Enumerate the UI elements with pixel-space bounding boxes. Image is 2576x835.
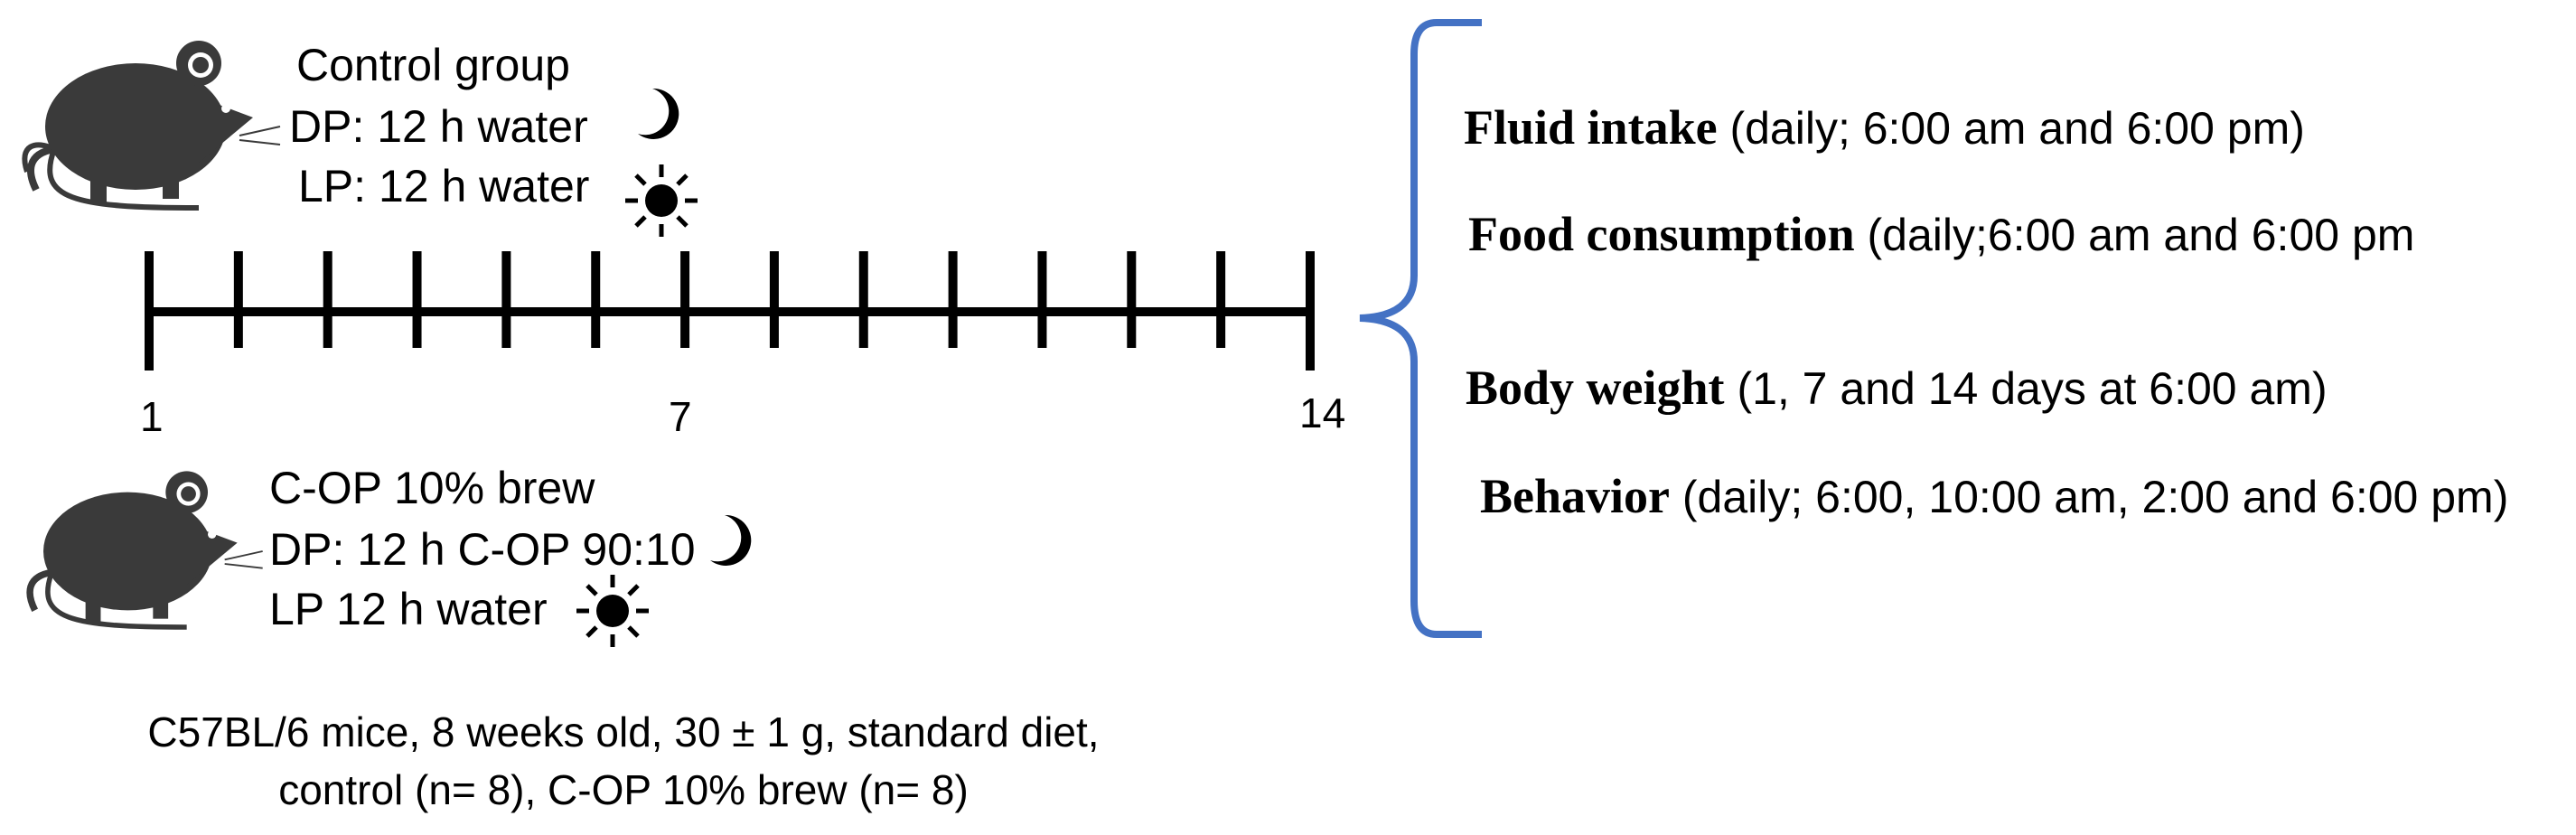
measure-fluid-intake: Fluid intake (daily; 6:00 am and 6:00 pm…: [1464, 100, 2305, 155]
control-dark-period: DP: 12 h water: [289, 101, 588, 152]
tick-label-14: 14: [1299, 389, 1346, 436]
moon-icon: [634, 85, 679, 139]
treatment-title: C-OP 10% brew: [269, 463, 595, 513]
control-light-period: LP: 12 h water: [298, 161, 590, 211]
bracket-brace: [1359, 19, 1482, 638]
tick-label-1: 1: [140, 393, 164, 440]
treatment-light-period: LP 12 h water: [269, 584, 548, 634]
study-description: C57BL/6 mice, 8 weeks old, 30 ± 1 g, sta…: [145, 703, 1102, 819]
control-title: Control group: [296, 40, 570, 90]
sun-icon: [623, 163, 699, 239]
timeline: [145, 251, 1315, 371]
sun-icon: [575, 573, 651, 649]
footer-line-1: C57BL/6 mice, 8 weeks old, 30 ± 1 g, sta…: [147, 708, 1100, 755]
tick-label-7: 7: [669, 393, 692, 440]
moon-icon: [707, 511, 752, 566]
treatment-dark-period: DP: 12 h C-OP 90:10: [269, 524, 696, 575]
measure-body-weight: Body weight (1, 7 and 14 days at 6:00 am…: [1466, 361, 2328, 415]
measure-behavior: Behavior (daily; 6:00, 10:00 am, 2:00 an…: [1480, 469, 2509, 523]
measure-food-consumption: Food consumption (daily;6:00 am and 6:00…: [1468, 207, 2415, 261]
control-mouse-icon: [18, 36, 289, 217]
treatment-mouse-icon: [18, 461, 271, 642]
footer-line-2: control (n= 8), C-OP 10% brew (n= 8): [278, 766, 969, 813]
